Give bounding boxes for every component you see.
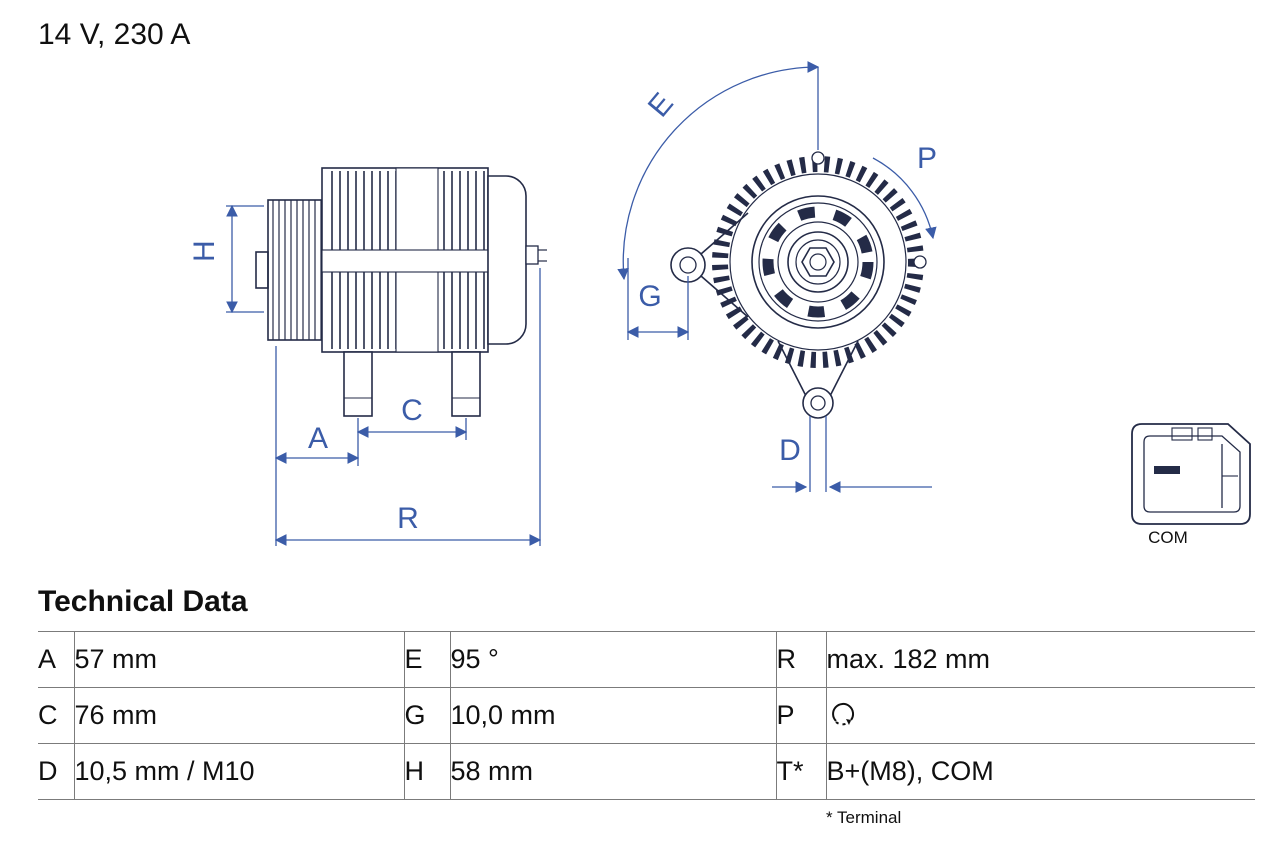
dimension-P: P [872,142,937,240]
dimension-C: C [356,394,468,440]
dim-label-D: D [779,434,801,467]
dim-label-R: R [397,502,419,535]
tech-cell-value: 10,0 mm [450,687,776,744]
dimension-R: R [274,268,542,546]
tech-cell-value: 57 mm [74,631,404,688]
tech-cell-value-icon [826,687,1255,744]
tech-cell-label: R [775,631,827,688]
dimension-G: G [626,258,690,340]
connector-label: COM [1148,528,1188,547]
table-row: D 10,5 mm / M10 H 58 mm T* B+(M8), COM [38,743,1255,800]
tech-cell-label: G [403,687,451,744]
dim-label-P: P [917,142,937,175]
alternator-side-view [255,167,547,417]
tech-cell-value: 10,5 mm / M10 [74,743,404,800]
dimension-lines: H A C R E [188,61,937,546]
tech-cell-value: B+(M8), COM [826,743,1255,800]
technical-data-heading: Technical Data [38,585,248,618]
tech-cell-label: H [403,743,451,800]
technical-data-section: Technical Data A 57 mm E 95 ° R max. 182… [38,585,1255,828]
tech-cell-label: P [775,687,827,744]
dimension-D: D [772,416,932,493]
tech-cell-label: C [38,687,75,744]
tech-cell-value: 95 ° [450,631,776,688]
dim-label-H: H [188,240,221,262]
technical-data-table: A 57 mm E 95 ° R max. 182 mm C 76 mm G 1… [38,631,1255,800]
table-row: A 57 mm E 95 ° R max. 182 mm [38,631,1255,688]
dim-label-E: E [642,87,680,124]
dim-label-G: G [638,280,661,313]
minus-terminal-icon [1154,466,1180,474]
page-title: 14 V, 230 A [38,18,191,51]
rotation-cw-icon [831,702,854,726]
tech-cell-value: 58 mm [450,743,776,800]
tech-cell-label: E [403,631,451,688]
alternator-front-view [670,151,927,419]
dim-label-C: C [401,394,423,427]
alternator-technical-drawing: H A C R E [188,61,1251,547]
dimension-H: H [188,204,264,314]
tech-cell-value: 76 mm [74,687,404,744]
tech-cell-label: A [38,631,75,688]
table-row: C 76 mm G 10,0 mm P [38,687,1255,744]
dimension-E: E [617,61,820,281]
dimension-A: A [274,346,360,546]
tech-cell-label: T* [775,743,827,800]
connector-com-drawing: COM [1131,423,1251,547]
dim-label-A: A [308,422,328,455]
tech-cell-value: max. 182 mm [826,631,1255,688]
terminal-footnote: * Terminal [826,808,902,827]
tech-cell-label: D [38,743,75,800]
